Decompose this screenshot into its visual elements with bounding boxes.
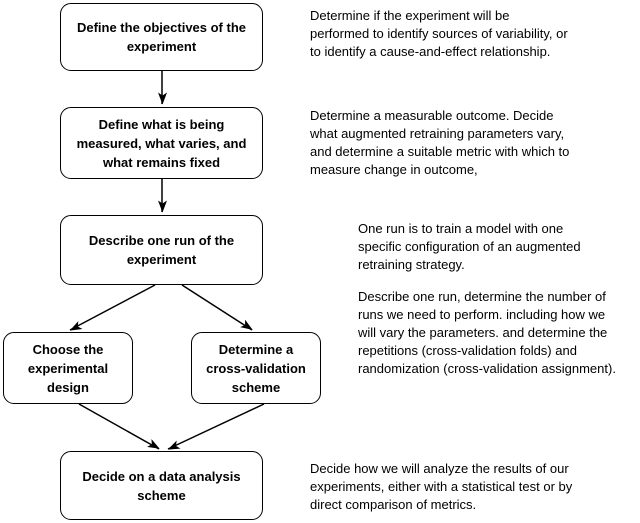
flow-box-design-line: Choose the (32, 341, 104, 357)
annotation-measured: Determine a measurable outcome. Decide w… (310, 107, 569, 179)
flow-box-measured: Define what is being measured, what vari… (60, 107, 263, 179)
flow-box-one-run-line: Describe one run of the (88, 233, 235, 248)
flow-box-one-run-line: experiment (126, 252, 197, 267)
flow-box-analysis: Decide on a data analysis scheme (60, 451, 263, 520)
annotation-line: runs we need to perform. including how w… (358, 307, 606, 322)
annotation-line: measure change in outcome, (310, 162, 478, 177)
annotation-line: direct comparison of metrics. (310, 497, 477, 512)
annotation-line: randomization (cross-validation assignme… (358, 361, 616, 376)
annotation-line: Decide how we will analyze the results o… (310, 461, 569, 476)
flow-box-cross-validation-line: Determine a (218, 341, 294, 357)
annotation-objectives: Determine if the experiment will be perf… (310, 7, 568, 61)
annotation-line: One run is to train a model with one (358, 221, 564, 236)
flow-box-measured-line: measured, what varies, and (76, 135, 247, 151)
annotation-line: Describe one run, determine the number o… (358, 289, 606, 304)
flow-box-design-line: design (47, 379, 89, 395)
flow-box-design: Choose the experimental design (3, 332, 133, 404)
annotation-line: Determine if the experiment will be (310, 8, 510, 23)
annotation-line: Determine a measurable outcome. Decide (310, 108, 554, 123)
annotation-one-run: One run is to train a model with one spe… (358, 220, 581, 274)
annotation-line: and determine a suitable metric with whi… (310, 144, 570, 159)
flow-box-objectives-line: Define the objectives of the (76, 20, 247, 35)
flow-box-objectives: Define the objectives of the experiment (60, 3, 263, 71)
flow-box-cross-validation-line: scheme (231, 379, 281, 395)
flow-box-design-line: experimental (27, 360, 109, 376)
flow-box-one-run: Describe one run of the experiment (60, 215, 263, 285)
annotation-line: what augmented retraining parameters var… (310, 126, 565, 141)
annotation-runs: Describe one run, determine the number o… (358, 288, 616, 378)
flow-box-measured-line: what remains fixed (102, 154, 221, 170)
flow-box-cross-validation: Determine a cross-validation scheme (191, 332, 321, 404)
flow-box-cross-validation-line: cross-validation (206, 360, 306, 376)
flow-box-objectives-line: experiment (126, 39, 197, 54)
arrow-one-run-to-design (69, 284, 156, 331)
annotation-line: will vary the parameters. and determine … (358, 325, 608, 340)
annotation-line: repetitions (cross-validation folds) and (358, 343, 577, 358)
arrow-cross-validation-to-analysis (167, 403, 265, 450)
annotation-line: to identify a cause-and-effect relations… (310, 44, 551, 59)
annotation-analysis: Decide how we will analyze the results o… (310, 460, 572, 514)
flow-box-analysis-line: scheme (137, 487, 186, 503)
flow-box-analysis-line: Decide on a data analysis (82, 468, 241, 484)
annotation-line: performed to identify sources of variabi… (310, 26, 568, 41)
annotation-line: experiments, either with a statistical t… (310, 479, 573, 494)
arrow-design-to-analysis (78, 403, 160, 450)
annotation-line: specific configuration of an augmented (358, 239, 581, 254)
flow-box-measured-line: Define what is being (98, 116, 225, 132)
annotation-line: retraining strategy. (358, 257, 465, 272)
arrow-one-run-to-cross-validation (181, 284, 253, 331)
